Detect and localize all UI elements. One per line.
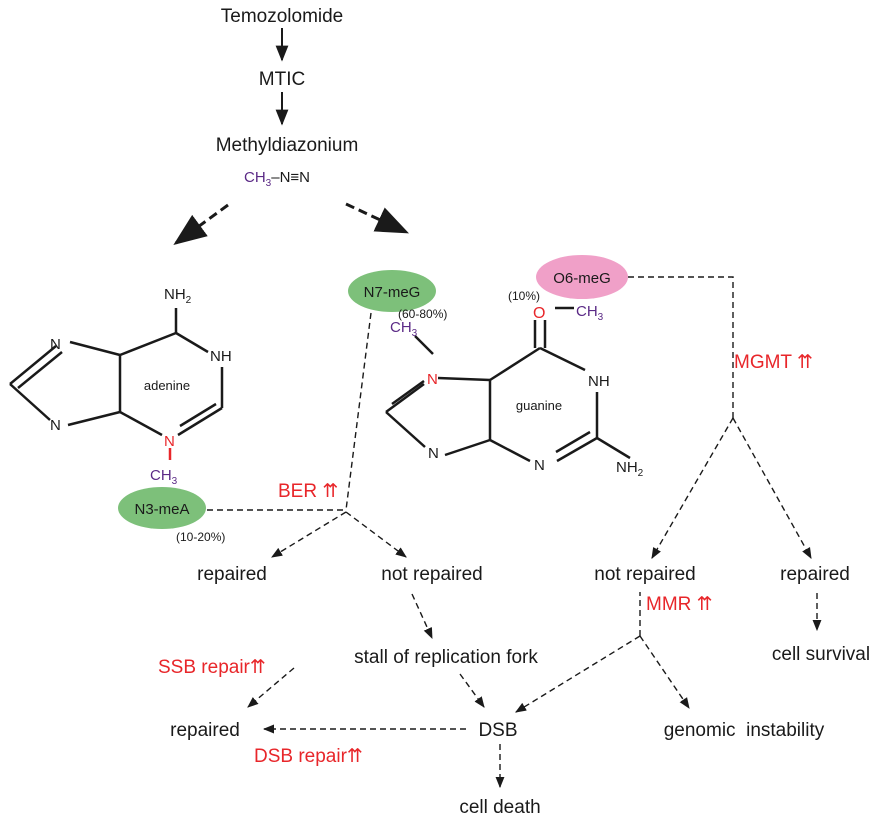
o6-meg-oval bbox=[536, 255, 628, 299]
guanine-o: O bbox=[533, 305, 545, 322]
repaired-ssb-label: repaired bbox=[170, 720, 240, 741]
adenine-ch3: CH3 bbox=[150, 467, 178, 487]
methyldiazonium-label: Methyldiazonium bbox=[216, 135, 359, 156]
n3-mea-oval bbox=[118, 487, 206, 529]
o6-meg-pct: (10%) bbox=[508, 289, 540, 303]
adenine-nh: NH bbox=[210, 348, 232, 365]
connector-lines bbox=[207, 276, 734, 636]
arrow-to-guanine bbox=[345, 202, 409, 234]
ber-label: BER ⇈ bbox=[278, 481, 338, 502]
ssb-repair-label: SSB repair⇈ bbox=[158, 657, 266, 678]
guanine-n7-ch3: CH3 bbox=[390, 319, 418, 339]
repaired-mgmt-label: repaired bbox=[780, 564, 850, 585]
guanine-n-bottom: N bbox=[534, 457, 545, 474]
mtic-label: MTIC bbox=[259, 69, 305, 90]
arrow-to-adenine bbox=[173, 203, 229, 245]
guanine-structure bbox=[385, 306, 631, 463]
guanine-name: guanine bbox=[516, 398, 562, 413]
not-repaired-ber-label: not repaired bbox=[381, 564, 482, 585]
adenine-n-left: N bbox=[50, 417, 61, 434]
temozolomide-label: Temozolomide bbox=[221, 6, 344, 27]
mgmt-label: MGMT ⇈ bbox=[734, 352, 813, 373]
adenine-n3: N bbox=[164, 433, 175, 450]
guanine-nh: NH bbox=[588, 373, 610, 390]
n7-meg-label: N7-meG bbox=[364, 284, 421, 301]
adenine-n-top: N bbox=[50, 336, 61, 353]
cell-survival-label: cell survival bbox=[772, 644, 870, 665]
n7-meg-oval bbox=[348, 270, 436, 312]
o6-meg-label: O6-meG bbox=[553, 270, 611, 287]
adenine-structure bbox=[9, 308, 224, 460]
adenine-name: adenine bbox=[144, 378, 190, 393]
repaired-ber-label: repaired bbox=[197, 564, 267, 585]
mmr-label: MMR ⇈ bbox=[646, 594, 713, 615]
dsb-repair-label: DSB repair⇈ bbox=[254, 746, 363, 767]
cell-death-label: cell death bbox=[459, 797, 540, 818]
stall-label: stall of replication fork bbox=[354, 647, 538, 668]
adenine-nh2: NH2 bbox=[164, 286, 192, 306]
guanine-n-bottom-left: N bbox=[428, 445, 439, 462]
guanine-nh2: NH2 bbox=[616, 459, 644, 479]
guanine-n7: N bbox=[427, 371, 438, 388]
dsb-label: DSB bbox=[478, 720, 517, 741]
n3-mea-pct: (10-20%) bbox=[176, 530, 225, 544]
genomic-instability-label: genomic instability bbox=[664, 720, 825, 741]
not-repaired-mgmt-label: not repaired bbox=[594, 564, 695, 585]
dashed-arrows bbox=[247, 417, 822, 789]
guanine-o-ch3: CH3 bbox=[576, 303, 604, 323]
n7-meg-pct: (60-80%) bbox=[398, 307, 447, 321]
methyldiazonium-formula: CH3–N≡N bbox=[244, 169, 310, 189]
n3-mea-label: N3-meA bbox=[134, 501, 189, 518]
